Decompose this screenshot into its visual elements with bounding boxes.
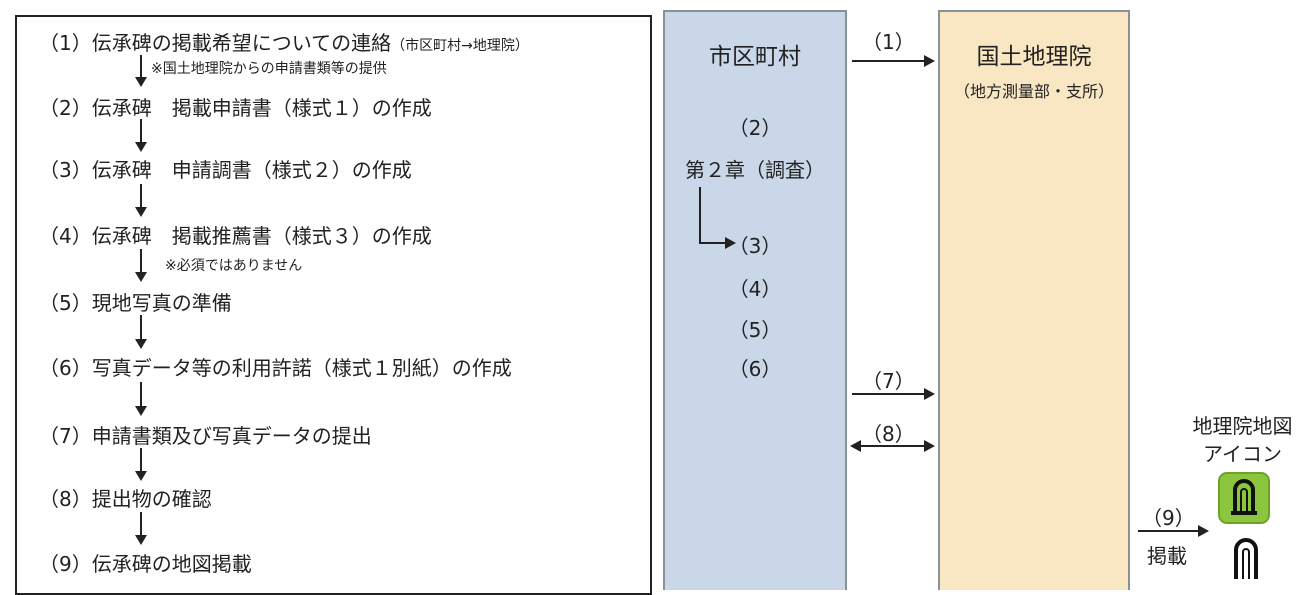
down-arrow-3 xyxy=(135,184,147,217)
step-4: （4）伝承碑 掲載推薦書（様式３）の作成 xyxy=(39,224,432,248)
arrow-9-caption: 掲載 xyxy=(1147,544,1187,568)
municipality-step-4: （4） xyxy=(728,277,782,301)
arrow-8-label: （8） xyxy=(862,422,915,446)
down-arrow-8 xyxy=(135,512,147,545)
gsi-column: 国土地理院 （地方測量部・支所） xyxy=(938,10,1130,590)
arrow-8-head-right xyxy=(924,440,935,452)
municipality-step-5: （5） xyxy=(728,318,782,342)
down-arrow-1 xyxy=(135,55,147,87)
arrow-7-head xyxy=(924,388,935,400)
municipality-step-6: （6） xyxy=(728,357,782,381)
down-arrow-2 xyxy=(135,119,147,152)
step-7: （7）申請書類及び写真データの提出 xyxy=(39,424,372,448)
bend-arrow-horizontal xyxy=(699,242,727,244)
municipality-step-2: （2） xyxy=(728,116,782,140)
step-9: （9）伝承碑の地図掲載 xyxy=(39,552,252,576)
municipality-step-3: （3） xyxy=(728,234,782,258)
icon-caption-line1: 地理院地図 xyxy=(1192,414,1293,438)
arrow-9-label: （9） xyxy=(1142,506,1195,530)
note-documents-provided: ※国土地理院からの申請書類等の提供 xyxy=(151,61,387,77)
municipality-column: 市区町村 （2） 第２章（調査） （3） （4） （5） （6） xyxy=(663,10,847,590)
step-8: （8）提出物の確認 xyxy=(39,487,212,511)
arrow-8-head-left xyxy=(850,440,861,452)
note-optional: ※必須ではありません xyxy=(165,258,303,274)
arrow-9-head xyxy=(1198,525,1209,537)
step-6: （6）写真データ等の利用許諾（様式１別紙）の作成 xyxy=(39,356,512,380)
monument-map-symbol xyxy=(1226,534,1266,579)
down-arrow-5 xyxy=(135,315,147,349)
step-5: （5）現地写真の準備 xyxy=(39,291,232,315)
down-arrow-7 xyxy=(135,448,147,481)
arrow-8-line xyxy=(860,445,926,447)
municipality-title: 市区町村 xyxy=(709,44,801,70)
down-arrow-4 xyxy=(135,249,147,282)
arrow-1-label: （1） xyxy=(862,30,915,54)
arrow-1-head xyxy=(924,55,935,67)
step-2: （2）伝承碑 掲載申請書（様式１）の作成 xyxy=(39,96,432,120)
arrow-7-label: （7） xyxy=(862,369,915,393)
arrow-9-line xyxy=(1138,530,1200,532)
arrow-7-line xyxy=(852,393,926,395)
gsi-subtitle: （地方測量部・支所） xyxy=(953,82,1114,101)
down-arrow-6 xyxy=(135,382,147,416)
bend-arrow-head xyxy=(725,237,736,249)
municipality-chapter-2: 第２章（調査） xyxy=(685,158,825,182)
bend-arrow-vertical xyxy=(699,187,701,244)
step-3: （3）伝承碑 申請調書（様式２）の作成 xyxy=(39,158,412,182)
arrow-1-line xyxy=(852,60,926,62)
step-1-direction: （市区町村→地理院） xyxy=(391,38,529,54)
gsi-title: 国土地理院 xyxy=(976,44,1092,70)
workflow-steps-box: （1）伝承碑の掲載希望についての連絡（市区町村→地理院） ※国土地理院からの申請… xyxy=(15,15,652,595)
icon-caption-line2: アイコン xyxy=(1203,442,1282,466)
monument-map-icon xyxy=(1218,472,1270,524)
step-1: （1）伝承碑の掲載希望についての連絡（市区町村→地理院） xyxy=(39,31,529,55)
